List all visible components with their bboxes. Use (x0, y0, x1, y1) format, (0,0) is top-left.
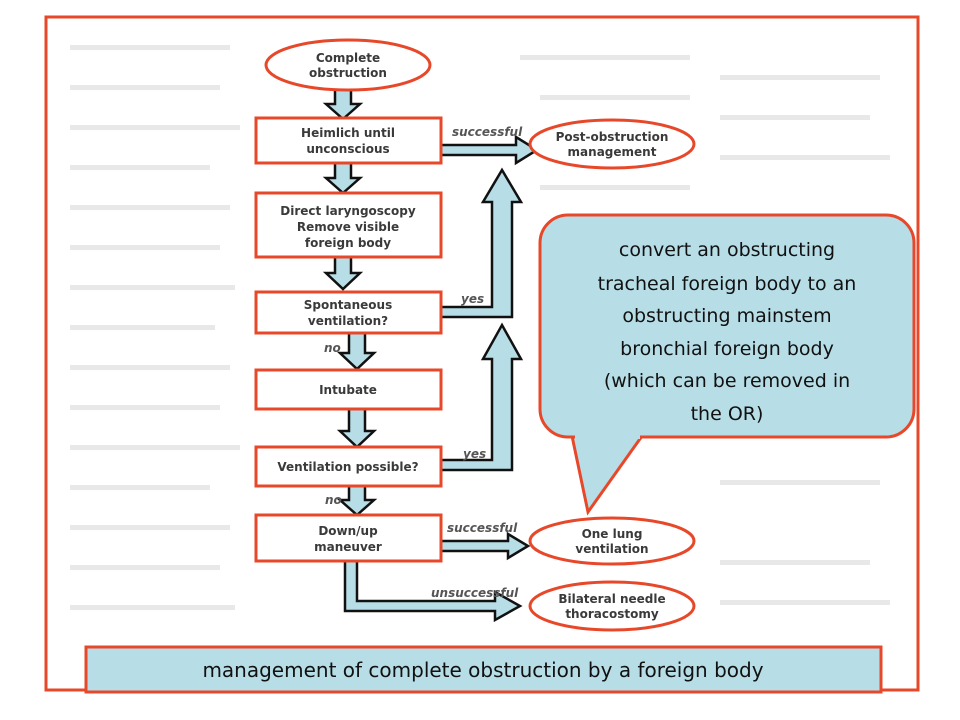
node-complete-obstruction: Complete obstruction (264, 38, 432, 92)
callout-line-3: obstructing mainstem (622, 305, 831, 327)
edge-label-yes-2: yes (463, 447, 486, 461)
flow-arrows (322, 86, 540, 623)
node-one-lung: One lung ventilation (528, 516, 696, 566)
background-texture (70, 45, 890, 610)
node-intubate: Intubate (254, 368, 443, 411)
edge-label-unsuccessful: unsuccessful (431, 586, 519, 600)
node-post-obstruction-line-2: management (568, 145, 657, 159)
node-post-obstruction-line-1: Post-obstruction (556, 130, 669, 144)
callout-line-4: bronchial foreign body (620, 338, 834, 360)
caption-text: management of complete obstruction by a … (202, 658, 763, 682)
node-bilateral-needle: Bilateral needle thoracostomy (528, 580, 696, 632)
arrow-ventilation-to-downup (336, 484, 378, 517)
node-direct-laryngoscopy-line-2: Remove visible (297, 220, 399, 234)
node-spontaneous-ventilation: Spontaneous ventilation? (254, 290, 443, 335)
callout-line-1: convert an obstructing (619, 239, 835, 261)
edge-label-no-1: no (324, 341, 341, 355)
node-intubate-line-1: Intubate (319, 383, 377, 397)
arrow-downup-unsuccessful (343, 559, 523, 623)
node-complete-obstruction-line-2: obstruction (309, 66, 387, 80)
node-complete-obstruction-line-1: Complete (316, 51, 380, 65)
node-heimlich-line-2: unconscious (306, 142, 389, 156)
arrow-laryngoscopy-to-spontaneous (322, 255, 364, 291)
arrow-spontaneous-to-intubate (336, 331, 378, 371)
arrow-intubate-to-ventilation (336, 407, 378, 449)
arrow-ventilation-yes-up (439, 322, 524, 472)
callout-line-2: tracheal foreign body to an (598, 273, 857, 295)
arrow-spontaneous-yes-up (439, 167, 524, 319)
node-ventilation-possible-line-1: Ventilation possible? (277, 460, 418, 474)
edge-labels: successful yes no yes no successful unsu… (324, 125, 523, 600)
node-one-lung-line-1: One lung (582, 527, 643, 541)
edge-label-no-2: no (325, 493, 342, 507)
node-bilateral-needle-line-1: Bilateral needle (558, 592, 665, 606)
node-down-up-line-1: Down/up (318, 524, 378, 538)
caption-box: management of complete obstruction by a … (84, 645, 883, 694)
arrow-heimlich-to-postobstruction (439, 134, 540, 166)
node-down-up-line-2: maneuver (314, 540, 382, 554)
callout-line-6: the OR) (691, 403, 764, 425)
node-heimlich-line-1: Heimlich until (301, 126, 395, 140)
arrow-downup-to-onelung (439, 531, 531, 561)
arrow-obstruction-to-heimlich (322, 86, 364, 121)
edge-label-yes-1: yes (461, 292, 484, 306)
edge-label-successful-2: successful (447, 521, 518, 535)
callout-bubble: convert an obstructing tracheal foreign … (538, 213, 916, 516)
node-direct-laryngoscopy-line-3: foreign body (305, 236, 391, 250)
node-down-up: Down/up maneuver (254, 513, 443, 563)
callout-line-5: (which can be removed in (604, 370, 850, 392)
node-ventilation-possible: Ventilation possible? (254, 445, 443, 488)
node-bilateral-needle-line-2: thoracostomy (565, 607, 659, 621)
node-direct-laryngoscopy: Direct laryngoscopy Remove visible forei… (254, 191, 443, 259)
edge-label-successful-1: successful (452, 125, 523, 139)
node-post-obstruction: Post-obstruction management (528, 118, 696, 170)
node-spontaneous-ventilation-line-1: Spontaneous (304, 298, 392, 312)
node-direct-laryngoscopy-line-1: Direct laryngoscopy (280, 204, 416, 218)
node-spontaneous-ventilation-line-2: ventilation? (308, 314, 388, 328)
arrow-heimlich-to-laryngoscopy (322, 161, 364, 195)
node-heimlich: Heimlich until unconscious (254, 116, 443, 165)
node-one-lung-line-2: ventilation (575, 542, 648, 556)
